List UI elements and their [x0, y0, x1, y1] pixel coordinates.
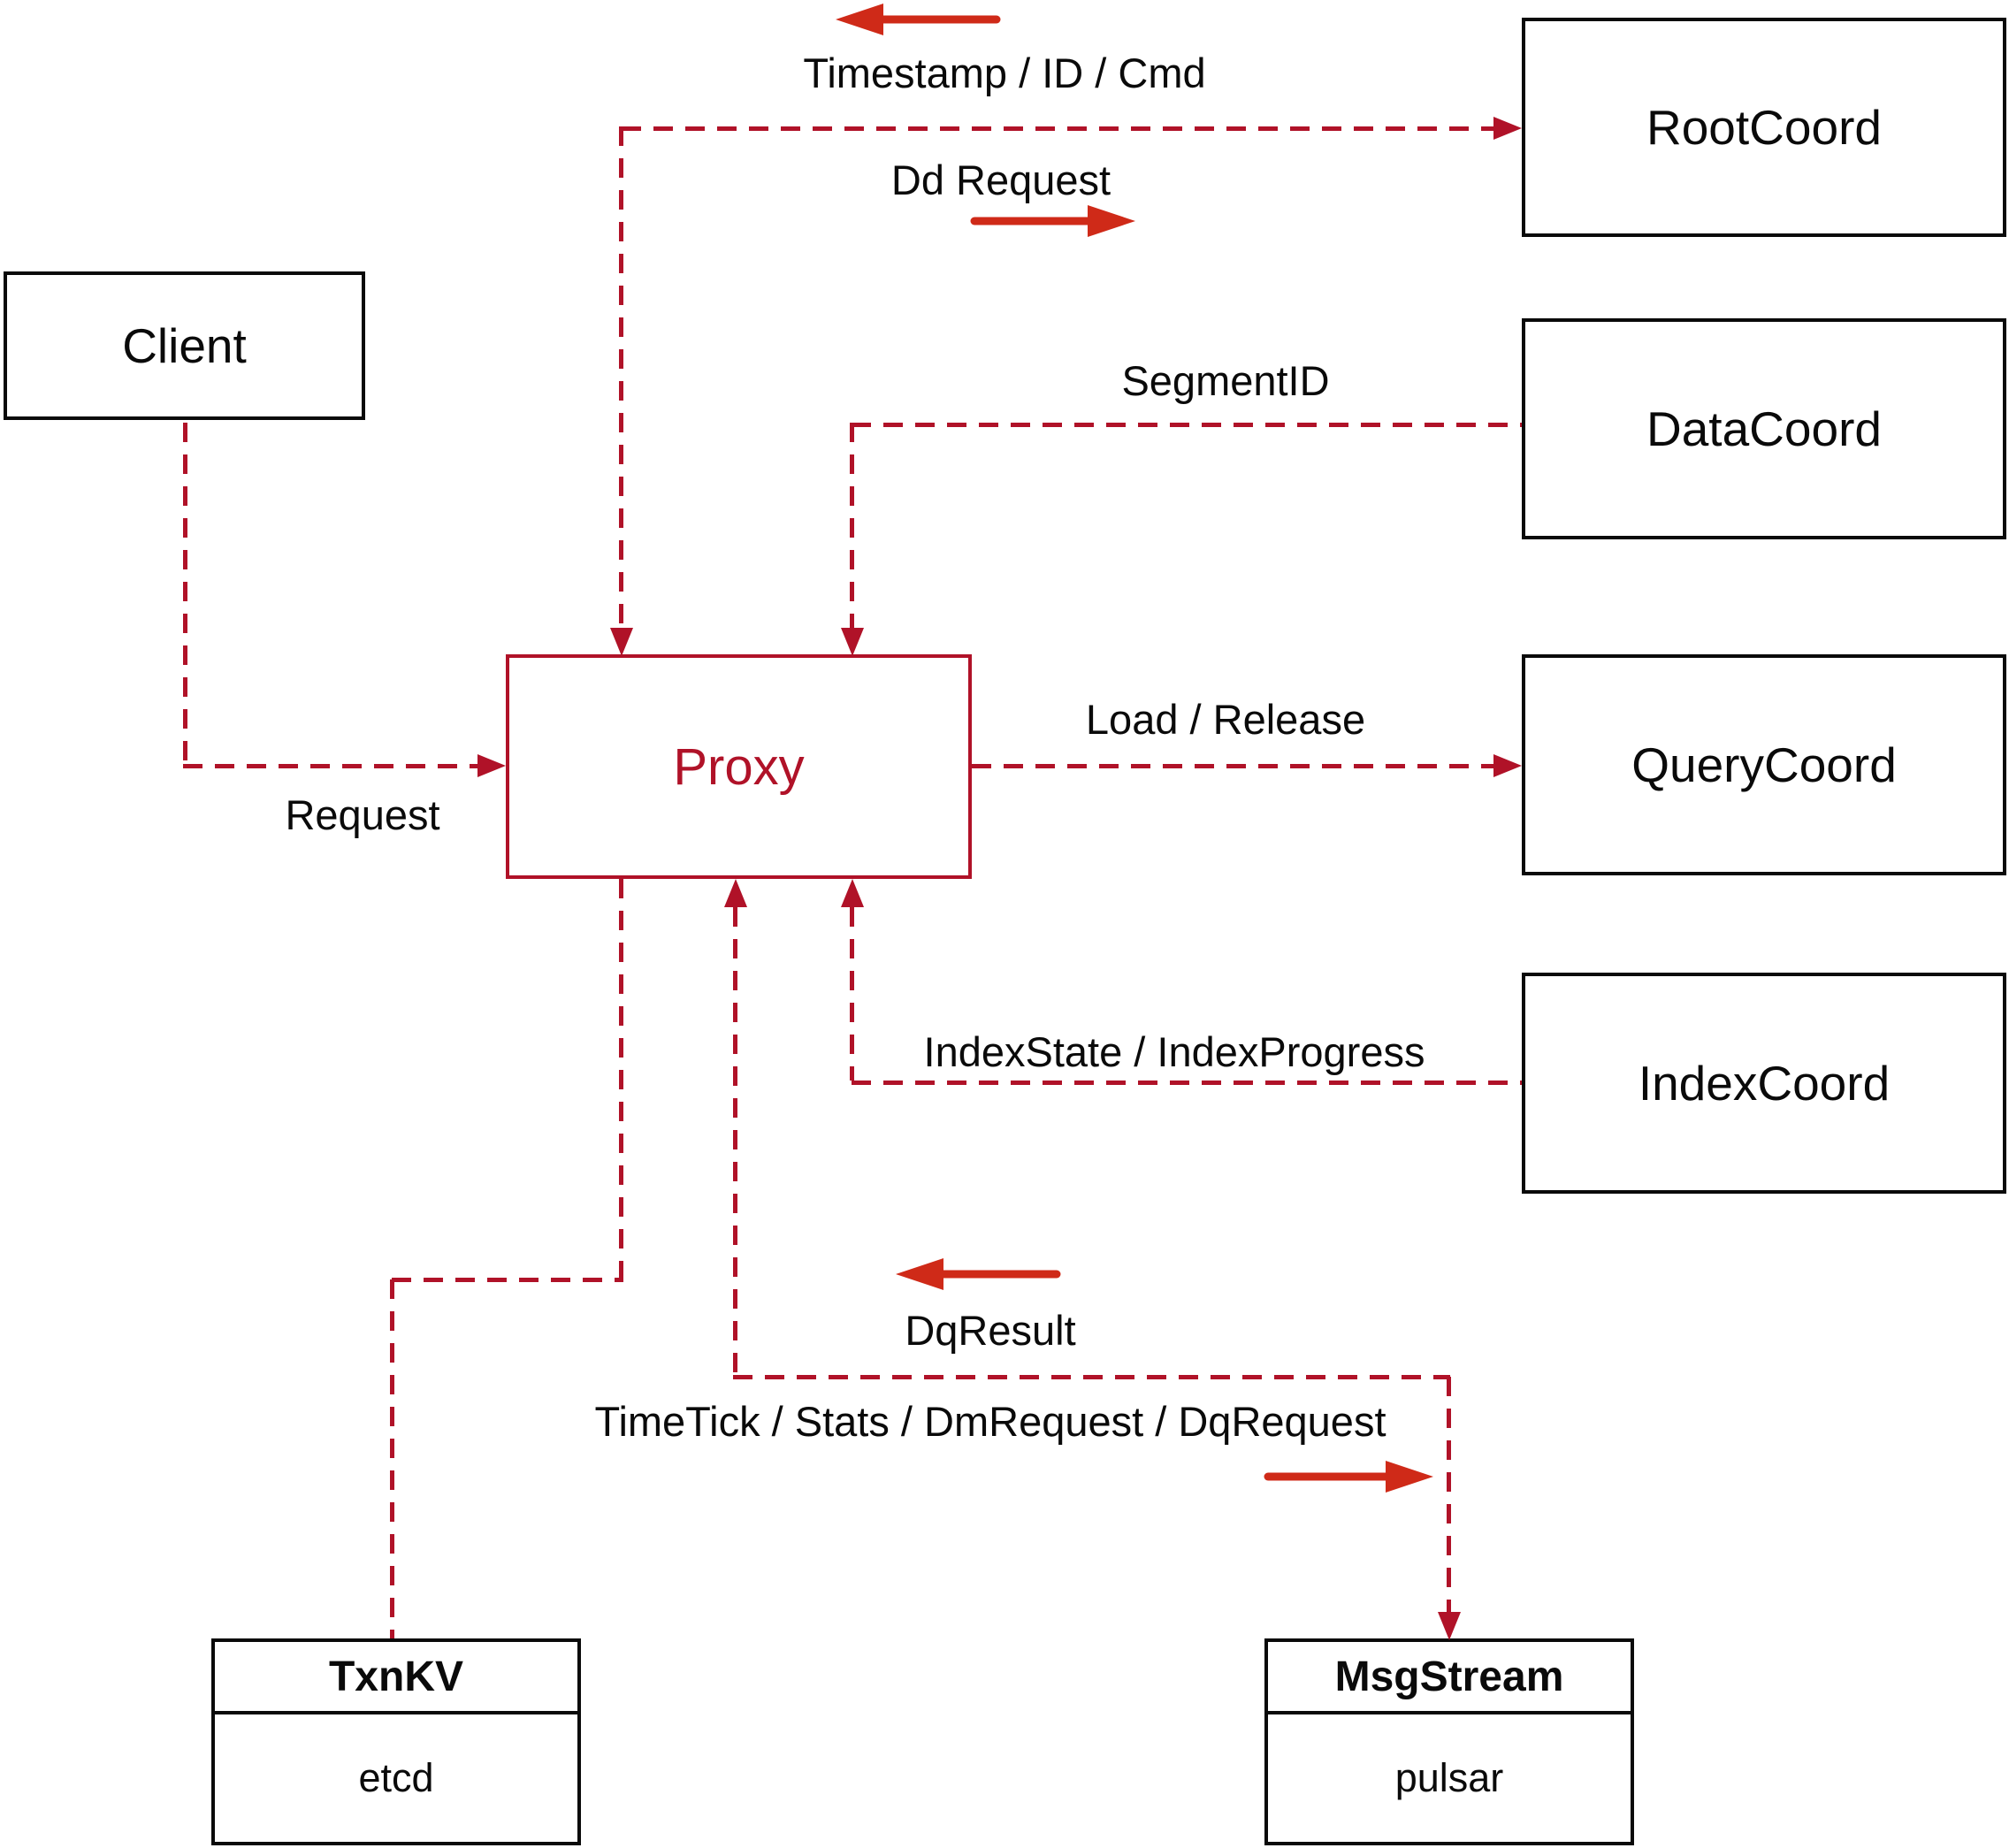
edge-label-segment-id: SegmentID: [1121, 357, 1330, 404]
edge-label-dd-request: Dd Request: [890, 157, 1111, 203]
arrowhead-into-querycoord-icon: [1493, 754, 1522, 777]
edge-datacoord-proxy-horizontal: [852, 423, 1522, 427]
node-datacoord: DataCoord: [1522, 318, 2006, 539]
edge-client-proxy-horizontal: [183, 764, 477, 768]
edge-proxy-msgstream-horizontal: [733, 1375, 1450, 1379]
edge-label-request: Request: [285, 791, 440, 838]
node-msgstream-title: MsgStream: [1268, 1642, 1631, 1714]
arrowhead-into-proxy-top-left-icon: [610, 628, 633, 656]
edge-datacoord-proxy-vertical: [850, 423, 854, 628]
edge-proxy-querycoord-horizontal: [972, 764, 1493, 768]
edge-label-load-release: Load / Release: [1085, 696, 1366, 743]
node-txnkv-title: TxnKV: [215, 1642, 577, 1714]
edge-indexcoord-proxy-vertical: [850, 907, 854, 1081]
direction-arrow-left-timestamp-icon: [834, 2, 1002, 37]
node-indexcoord: IndexCoord: [1522, 973, 2006, 1194]
edge-proxy-rootcoord-vertical: [619, 126, 623, 628]
edge-proxy-rootcoord-horizontal: [622, 126, 1495, 131]
edge-proxy-txnkv-horizontal: [392, 1278, 623, 1282]
edge-label-dq-result: DqResult: [905, 1307, 1076, 1354]
node-rootcoord: RootCoord: [1522, 18, 2006, 237]
edge-client-proxy-vertical: [183, 423, 187, 766]
arrowhead-into-msgstream-icon: [1438, 1612, 1461, 1640]
arrowhead-into-proxy-bottom-left-icon: [724, 879, 747, 907]
node-txnkv-impl: etcd: [358, 1755, 434, 1800]
edge-label-index-state: IndexState / IndexProgress: [923, 1028, 1425, 1075]
edge-proxy-msgstream-vertical-upper: [733, 907, 737, 1377]
node-msgstream: MsgStream pulsar: [1264, 1638, 1634, 1845]
arrowhead-into-rootcoord-icon: [1493, 117, 1522, 140]
direction-arrow-right-ddrequest-icon: [969, 203, 1137, 239]
arrowhead-into-proxy-top-right-icon: [841, 628, 864, 656]
node-rootcoord-label: RootCoord: [1646, 100, 1882, 155]
node-txnkv: TxnKV etcd: [211, 1638, 581, 1845]
node-indexcoord-label: IndexCoord: [1638, 1056, 1891, 1111]
edge-indexcoord-proxy-horizontal: [852, 1081, 1522, 1085]
direction-arrow-right-timetick-icon: [1263, 1459, 1435, 1494]
node-proxy: Proxy: [506, 654, 972, 879]
direction-arrow-left-dqresult-icon: [894, 1256, 1062, 1292]
node-client: Client: [4, 271, 365, 420]
node-querycoord: QueryCoord: [1522, 654, 2006, 875]
edge-label-timestamp: Timestamp / ID / Cmd: [803, 50, 1206, 96]
node-querycoord-label: QueryCoord: [1631, 737, 1897, 792]
edge-label-time-tick: TimeTick / Stats / DmRequest / DqRequest: [594, 1398, 1386, 1445]
node-datacoord-label: DataCoord: [1646, 401, 1882, 456]
arrowhead-into-proxy-left-icon: [477, 754, 506, 777]
edge-proxy-txnkv-vertical-upper: [619, 879, 623, 1279]
node-client-label: Client: [122, 318, 247, 373]
edge-proxy-txnkv-vertical-lower: [390, 1279, 394, 1638]
node-proxy-label: Proxy: [673, 737, 805, 796]
edge-proxy-msgstream-vertical-lower: [1447, 1377, 1451, 1612]
arrowhead-into-proxy-bottom-right-icon: [841, 879, 864, 907]
node-msgstream-impl: pulsar: [1394, 1755, 1504, 1800]
